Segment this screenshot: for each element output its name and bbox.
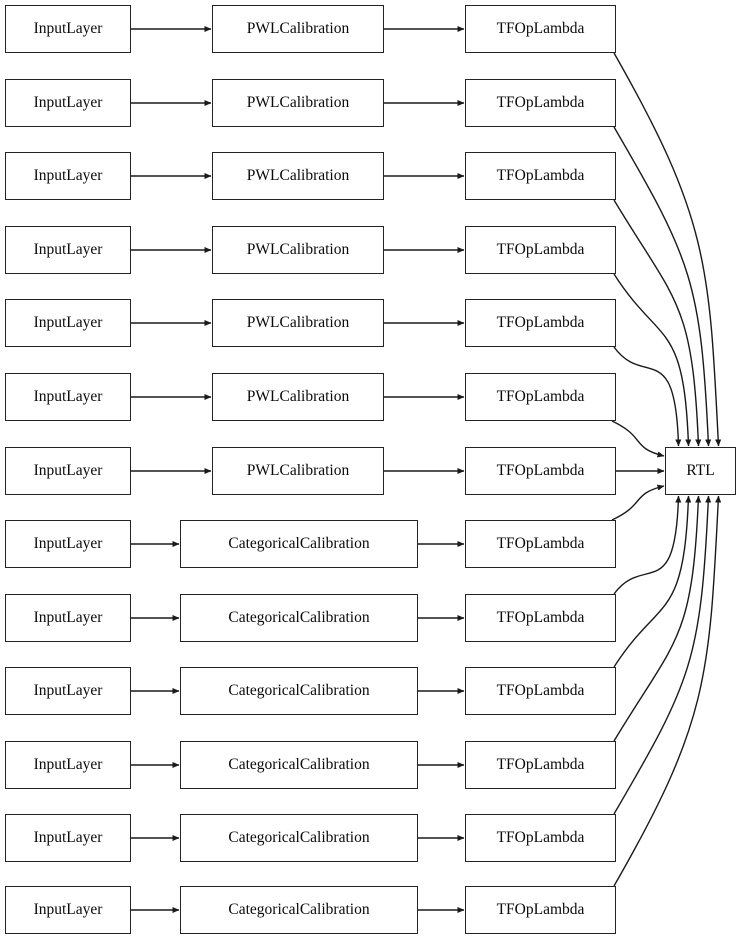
node-tfoplambda-9[interactable]: TFOpLambda [465, 667, 616, 715]
node-calibration-4[interactable]: PWLCalibration [212, 299, 384, 347]
node-input-layer-4[interactable]: InputLayer [5, 299, 131, 347]
node-label: CategoricalCalibration [228, 901, 370, 919]
node-label: PWLCalibration [246, 241, 350, 259]
node-input-layer-3[interactable]: InputLayer [5, 226, 131, 274]
node-label: PWLCalibration [246, 167, 350, 185]
node-tfoplambda-10[interactable]: TFOpLambda [465, 741, 616, 789]
node-calibration-10[interactable]: CategoricalCalibration [180, 741, 418, 789]
node-tfoplambda-12[interactable]: TFOpLambda [465, 886, 616, 934]
node-calibration-6[interactable]: PWLCalibration [212, 447, 384, 495]
node-calibration-2[interactable]: PWLCalibration [212, 152, 384, 200]
node-label: TFOpLambda [496, 388, 585, 406]
node-label: TFOpLambda [496, 94, 585, 112]
node-input-layer-0[interactable]: InputLayer [5, 5, 131, 53]
node-calibration-3[interactable]: PWLCalibration [212, 226, 384, 274]
node-label: TFOpLambda [496, 901, 585, 919]
node-input-layer-8[interactable]: InputLayer [5, 594, 131, 642]
node-label: CategoricalCalibration [228, 756, 370, 774]
node-label: TFOpLambda [496, 609, 585, 627]
node-input-layer-5[interactable]: InputLayer [5, 373, 131, 421]
node-calibration-7[interactable]: CategoricalCalibration [180, 520, 418, 568]
node-label: PWLCalibration [246, 314, 350, 332]
node-label: TFOpLambda [496, 535, 585, 553]
node-label: TFOpLambda [496, 241, 585, 259]
node-input-layer-7[interactable]: InputLayer [5, 520, 131, 568]
node-tfoplambda-5[interactable]: TFOpLambda [465, 373, 616, 421]
node-label: TFOpLambda [496, 756, 585, 774]
node-input-layer-9[interactable]: InputLayer [5, 667, 131, 715]
node-tfoplambda-1[interactable]: TFOpLambda [465, 79, 616, 127]
node-label: InputLayer [33, 20, 103, 38]
node-calibration-9[interactable]: CategoricalCalibration [180, 667, 418, 715]
node-calibration-12[interactable]: CategoricalCalibration [180, 886, 418, 934]
node-label: TFOpLambda [496, 314, 585, 332]
node-tfoplambda-0[interactable]: TFOpLambda [465, 5, 616, 53]
node-label: PWLCalibration [246, 20, 350, 38]
node-label: InputLayer [33, 241, 103, 259]
node-input-layer-6[interactable]: InputLayer [5, 447, 131, 495]
node-label: CategoricalCalibration [228, 682, 370, 700]
node-label: PWLCalibration [246, 94, 350, 112]
node-label: PWLCalibration [246, 462, 350, 480]
node-input-layer-10[interactable]: InputLayer [5, 741, 131, 789]
node-label: PWLCalibration [246, 388, 350, 406]
node-label: InputLayer [33, 535, 103, 553]
node-label: CategoricalCalibration [228, 535, 370, 553]
node-rtl[interactable]: RTL [665, 447, 736, 495]
node-label: TFOpLambda [496, 829, 585, 847]
node-label: CategoricalCalibration [228, 609, 370, 627]
node-tfoplambda-6[interactable]: TFOpLambda [465, 447, 616, 495]
node-input-layer-12[interactable]: InputLayer [5, 886, 131, 934]
node-label: RTL [686, 462, 715, 480]
node-tfoplambda-2[interactable]: TFOpLambda [465, 152, 616, 200]
node-tfoplambda-7[interactable]: TFOpLambda [465, 520, 616, 568]
node-label: CategoricalCalibration [228, 829, 370, 847]
node-label: TFOpLambda [496, 20, 585, 38]
node-calibration-11[interactable]: CategoricalCalibration [180, 814, 418, 862]
node-label: InputLayer [33, 94, 103, 112]
node-tfoplambda-3[interactable]: TFOpLambda [465, 226, 616, 274]
node-input-layer-11[interactable]: InputLayer [5, 814, 131, 862]
node-label: TFOpLambda [496, 462, 585, 480]
node-label: InputLayer [33, 682, 103, 700]
node-label: InputLayer [33, 388, 103, 406]
node-calibration-8[interactable]: CategoricalCalibration [180, 594, 418, 642]
node-label: InputLayer [33, 756, 103, 774]
node-tfoplambda-4[interactable]: TFOpLambda [465, 299, 616, 347]
node-label: InputLayer [33, 901, 103, 919]
node-label: TFOpLambda [496, 682, 585, 700]
node-tfoplambda-11[interactable]: TFOpLambda [465, 814, 616, 862]
node-label: InputLayer [33, 829, 103, 847]
node-label: InputLayer [33, 314, 103, 332]
node-calibration-0[interactable]: PWLCalibration [212, 5, 384, 53]
node-label: InputLayer [33, 167, 103, 185]
node-input-layer-1[interactable]: InputLayer [5, 79, 131, 127]
node-tfoplambda-8[interactable]: TFOpLambda [465, 594, 616, 642]
node-input-layer-2[interactable]: InputLayer [5, 152, 131, 200]
node-calibration-1[interactable]: PWLCalibration [212, 79, 384, 127]
node-calibration-5[interactable]: PWLCalibration [212, 373, 384, 421]
node-label: TFOpLambda [496, 167, 585, 185]
node-label: InputLayer [33, 462, 103, 480]
node-label: InputLayer [33, 609, 103, 627]
